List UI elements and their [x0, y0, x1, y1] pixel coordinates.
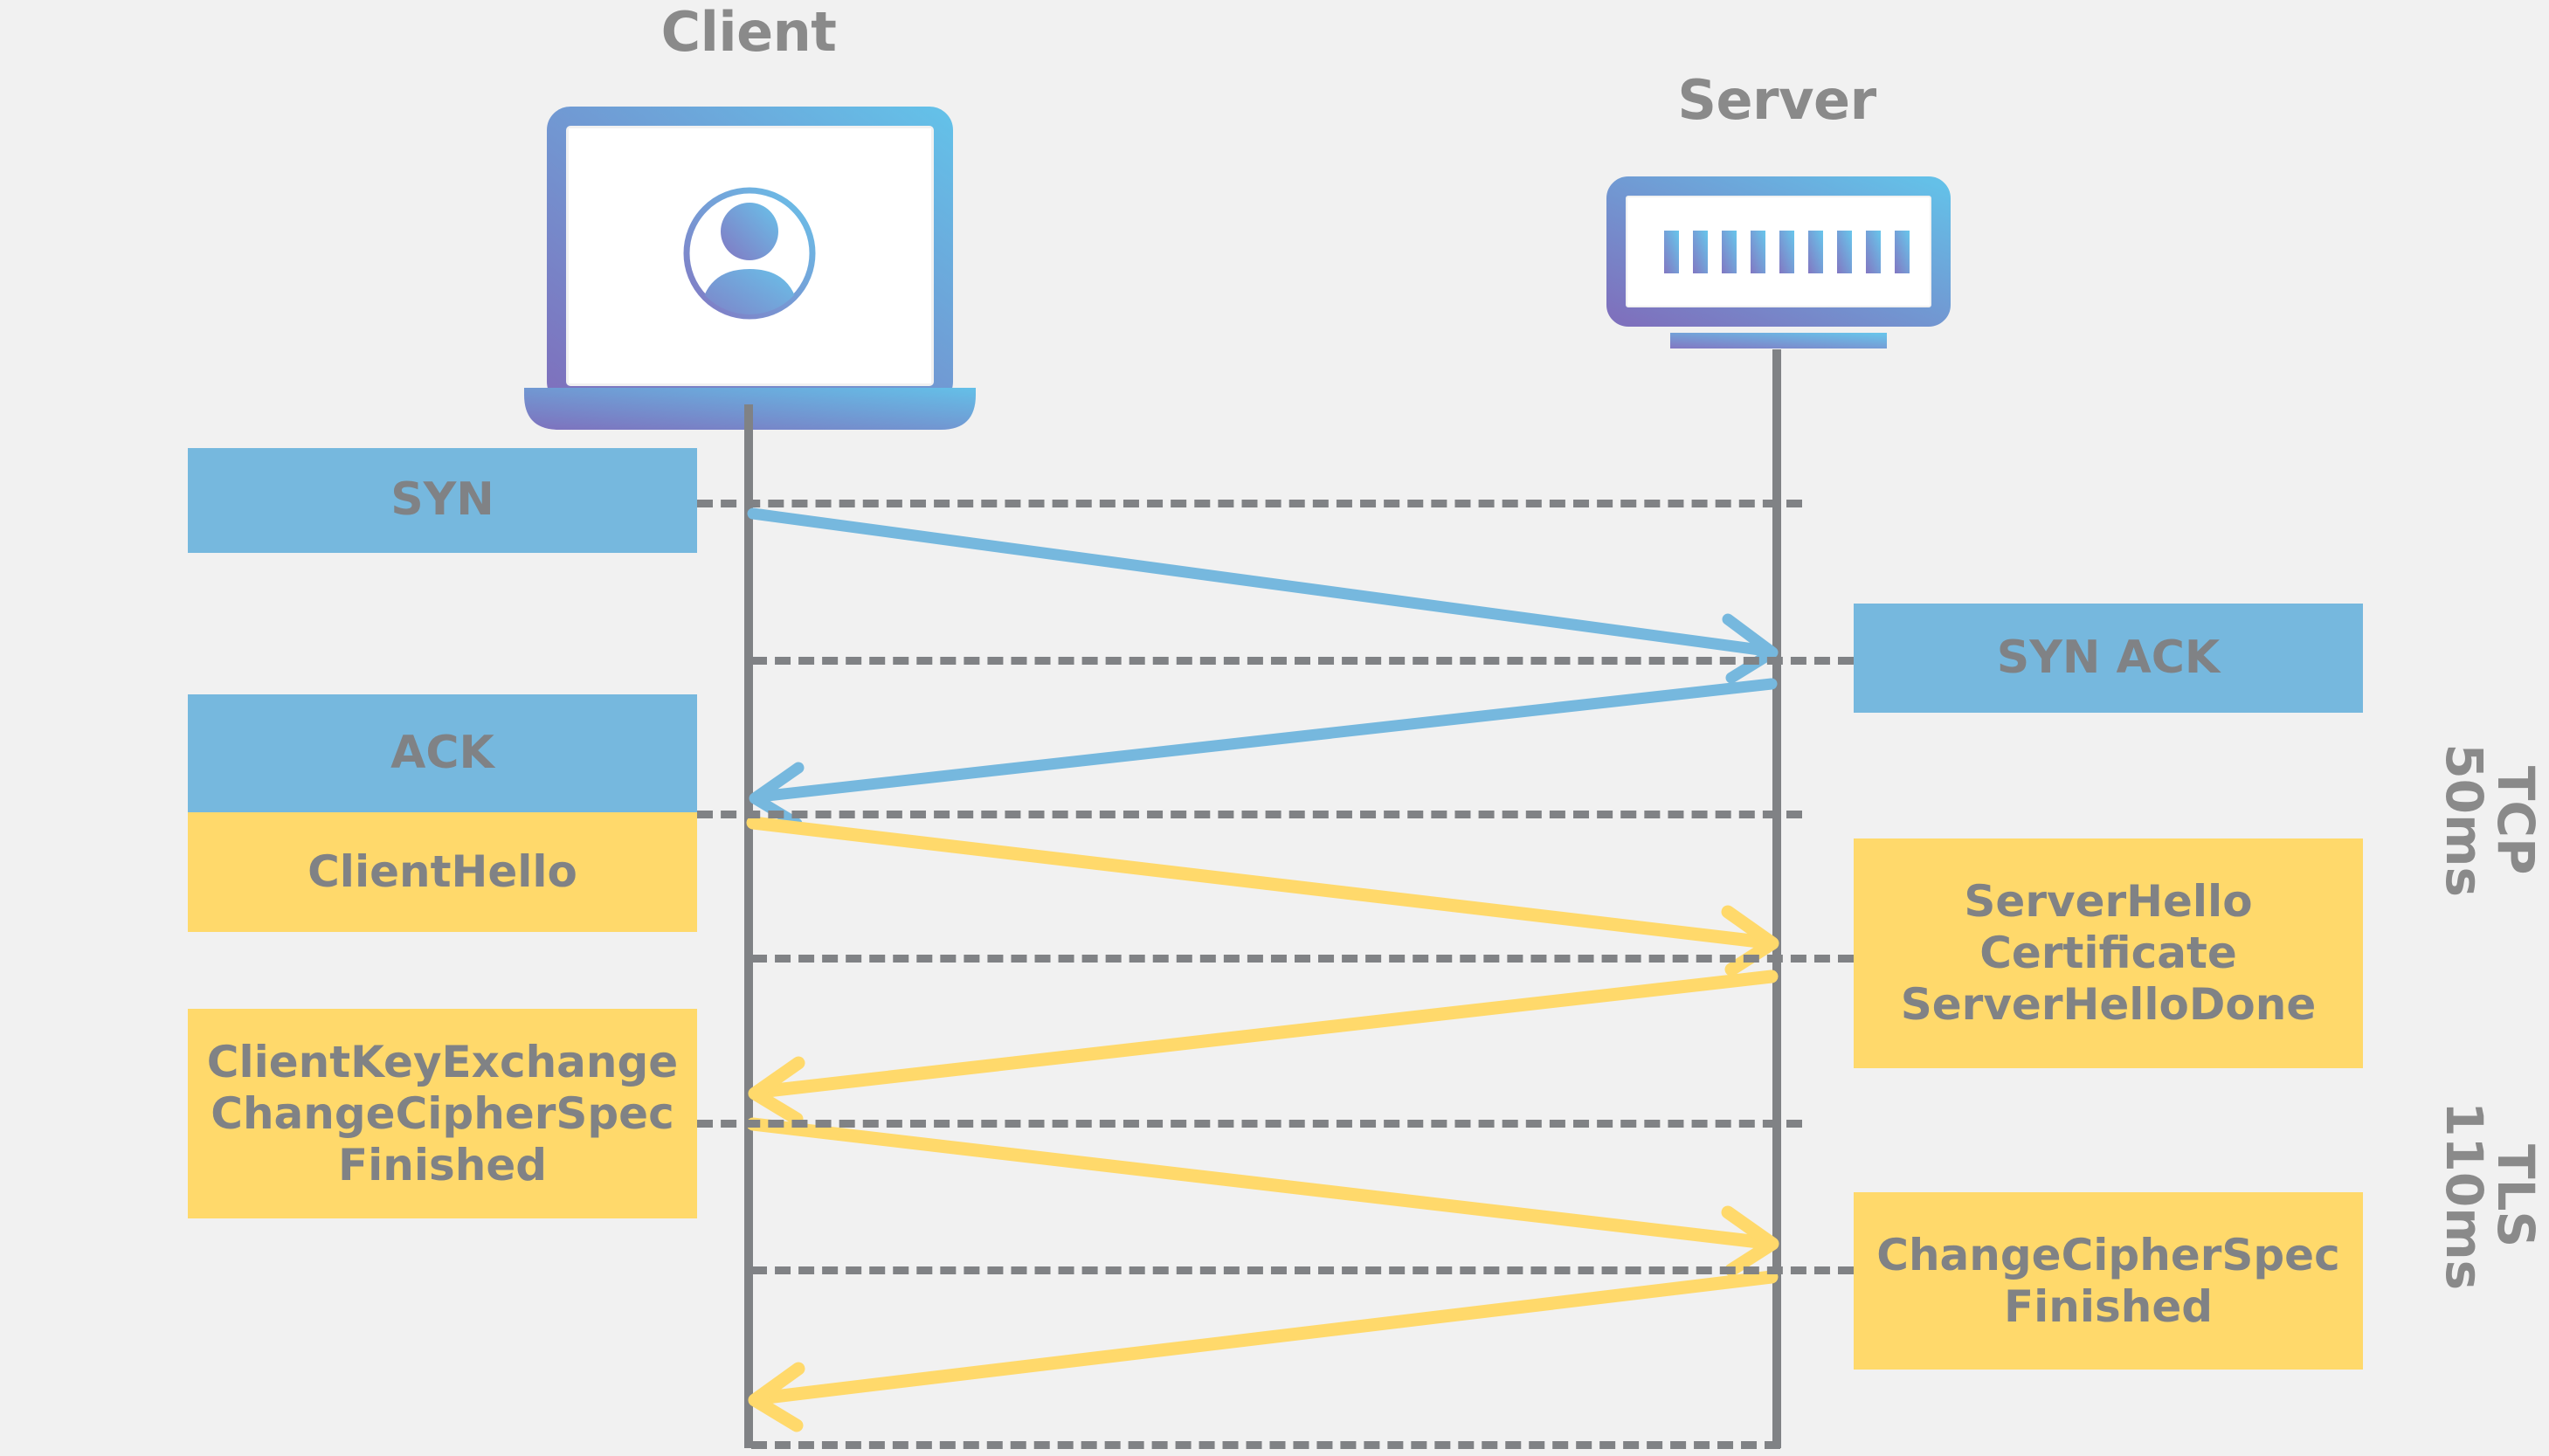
message-label-client-hello: ClientHello	[307, 846, 577, 897]
arrow-client-hello	[746, 816, 1779, 976]
separator-client-key	[697, 1120, 1802, 1128]
arrow-server-hello	[748, 970, 1779, 1126]
actor-title-server: Server	[1677, 68, 1876, 132]
phase-protocol-tls: TLS	[2486, 1144, 2546, 1248]
phase-duration-tcp: 50ms	[2435, 743, 2494, 897]
phase-label-tls: TLS 110ms	[2435, 1082, 2546, 1309]
message-label-syn-ack: SYN ACK	[1996, 631, 2221, 684]
message-box-ack[interactable]: ACK	[188, 694, 697, 812]
message-box-client-hello[interactable]: ClientHello	[188, 812, 697, 932]
laptop-user-icon	[524, 107, 976, 430]
lifeline-server	[1772, 349, 1781, 1448]
message-box-syn-ack[interactable]: SYN ACK	[1854, 604, 2363, 713]
arrow-syn	[747, 507, 1779, 684]
message-box-server-change-cipher[interactable]: ChangeCipherSpec Finished	[1854, 1192, 2363, 1370]
message-label-server-hello-line1: ServerHello	[1964, 876, 2253, 927]
message-label-syn: SYN	[390, 473, 494, 527]
separator-change-cipher	[751, 1266, 1854, 1274]
message-box-client-key-exchange[interactable]: ClientKeyExchange ChangeCipherSpec Finis…	[188, 1009, 697, 1218]
separator-server-hello	[751, 955, 1854, 963]
phase-protocol-tcp: TCP	[2486, 765, 2546, 875]
message-label-client-key-exchange-line2: ChangeCipherSpec	[211, 1087, 674, 1139]
arrow-server-change-cipher	[748, 1270, 1779, 1432]
server-rack-icon	[1606, 176, 1951, 348]
message-label-server-change-cipher-line2: Finished	[2003, 1280, 2214, 1332]
phase-duration-tls: 110ms	[2435, 1101, 2494, 1291]
lifeline-client	[744, 404, 753, 1448]
separator-bottom	[751, 1441, 1780, 1449]
message-label-ack: ACK	[390, 726, 494, 779]
phase-label-tcp: TCP 50ms	[2435, 707, 2546, 934]
arrow-client-key-exchange	[746, 1117, 1779, 1277]
separator-syn-ack	[751, 657, 1854, 665]
message-label-server-hello-line2: Certificate	[1979, 928, 2237, 978]
arrow-syn-ack	[749, 678, 1778, 830]
message-label-client-key-exchange-line3: Finished	[337, 1139, 548, 1190]
separator-syn	[697, 500, 1802, 507]
message-label-server-change-cipher-line1: ChangeCipherSpec	[1876, 1229, 2340, 1280]
message-label-server-hello-line3: ServerHelloDone	[1900, 979, 2317, 1030]
message-box-server-hello[interactable]: ServerHello Certificate ServerHelloDone	[1854, 838, 2363, 1068]
message-label-client-key-exchange-line1: ClientKeyExchange	[206, 1036, 679, 1087]
actor-title-client: Client	[660, 0, 837, 64]
message-box-syn[interactable]: SYN	[188, 448, 697, 553]
separator-ack	[697, 811, 1802, 818]
